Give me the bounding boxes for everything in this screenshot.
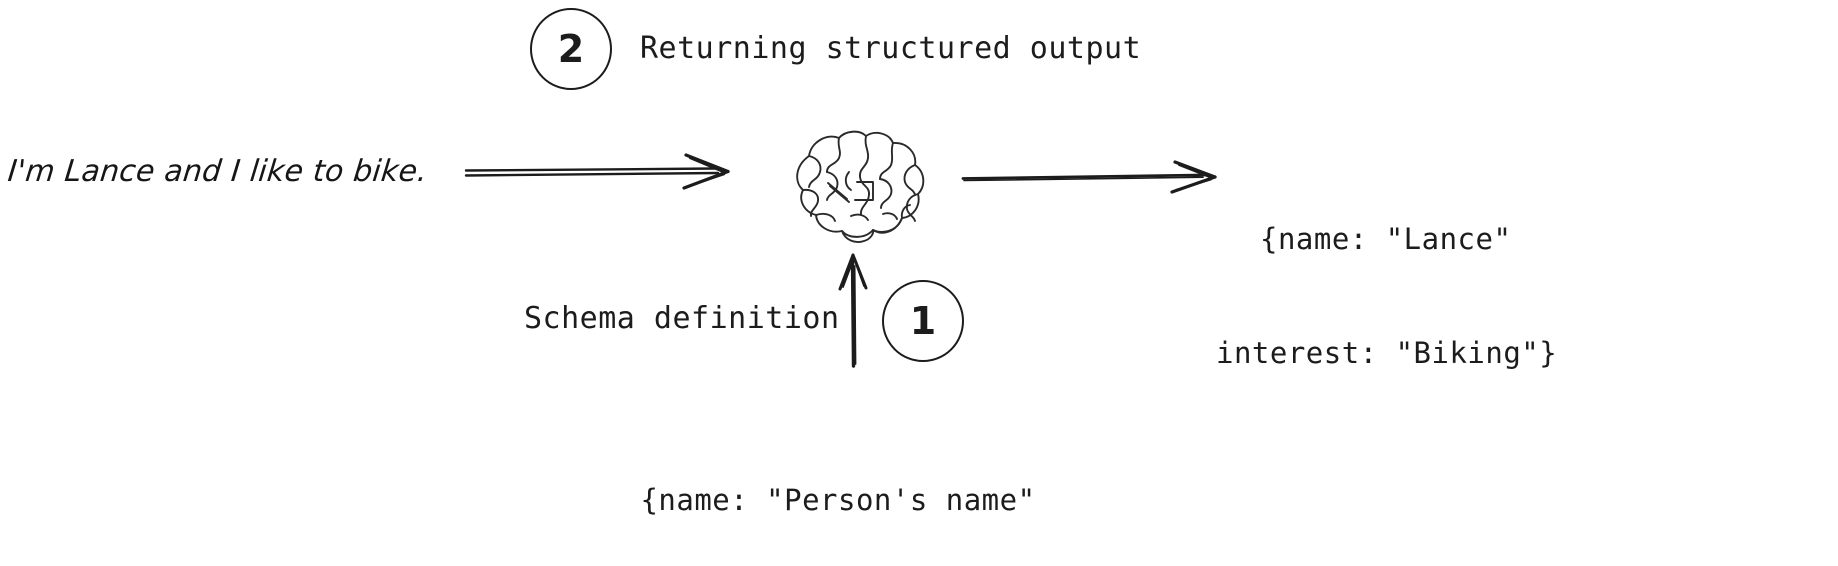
schema-definition-code: {name: "Person's name" interest: "Person… <box>588 405 1088 566</box>
structured-output-code: {name: "Lance" interest: "Biking"} <box>1216 144 1838 448</box>
output-line-1: {name: "Lance" <box>1260 222 1512 256</box>
step-1-label: Schema definition <box>524 301 840 336</box>
arrow-model-to-output <box>961 160 1217 194</box>
step-2-label: Returning structured output <box>640 31 1142 66</box>
brain-icon <box>796 130 925 243</box>
step-badge-1: 1 <box>882 280 964 362</box>
input-utterance-text: I'm Lance and I like to bike. <box>6 154 429 189</box>
arrow-schema-to-model <box>838 253 868 368</box>
output-line-2: interest: "Biking"} <box>1216 336 1558 370</box>
arrow-input-to-model <box>464 153 730 190</box>
step-badge-2: 2 <box>530 8 612 90</box>
schema-line-1: {name: "Person's name" <box>640 483 1036 517</box>
